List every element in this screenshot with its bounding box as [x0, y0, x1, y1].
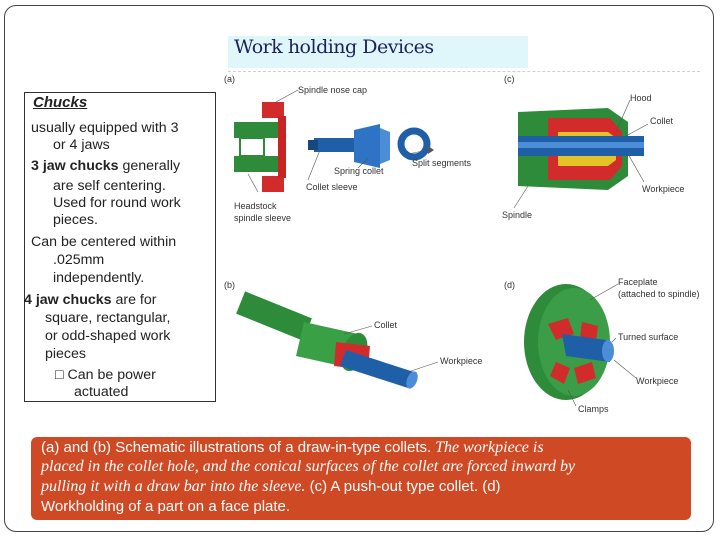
- caption-line-3: pulling it with a draw bar into the slee…: [41, 478, 501, 495]
- chucks-text-box: Chucks usually equipped with 3 or 4 jaws…: [24, 92, 216, 402]
- chucks-heading: Chucks: [33, 94, 88, 111]
- text-line: .025mm: [53, 252, 105, 268]
- caption-line-2: placed in the collet hole, and the conic…: [41, 458, 576, 475]
- panel-d-drawing: Faceplate (attached to spindle) Turned s…: [524, 277, 700, 414]
- panel-b-drawing: Collet Workpiece: [236, 291, 482, 389]
- collet-figure: (a) (c) (b) (d) Spindle nose cap Spring …: [224, 74, 700, 414]
- slide-title: Work holding Devices: [234, 36, 434, 58]
- title-banner: Work holding Devices: [228, 36, 528, 68]
- label-spindle-c: Spindle: [502, 210, 532, 220]
- text-line: square, rectangular,: [45, 310, 171, 326]
- text-line: Can be centered within: [31, 234, 177, 250]
- label-collet-c: Collet: [650, 116, 674, 126]
- label-spindle-nose-cap: Spindle nose cap: [298, 85, 367, 95]
- title-separator: [228, 71, 700, 72]
- text-line: Used for round work: [53, 195, 181, 211]
- text-line: or odd-shaped work: [45, 328, 171, 344]
- label-spring-collet: Spring collet: [334, 166, 384, 176]
- panel-c-drawing: Hood Collet Workpiece Spindle: [502, 93, 684, 220]
- label-turned-surface: Turned surface: [618, 332, 678, 342]
- caption-line-1: (a) and (b) Schematic illustrations of a…: [41, 439, 544, 456]
- caption-line-4: Workholding of a part on a face plate.: [41, 498, 291, 515]
- text-line: actuated: [74, 384, 129, 400]
- panel-label-a: (a): [224, 74, 235, 84]
- panel-a-drawing: Spindle nose cap Spring collet Split seg…: [234, 85, 472, 223]
- label-split-segments: Split segments: [412, 158, 472, 168]
- text-line: □ Can be power: [55, 367, 156, 383]
- text-line: are self centering.: [53, 178, 166, 194]
- text-line: or 4 jaws: [53, 137, 110, 153]
- panel-label-d: (d): [504, 280, 515, 290]
- label-workpiece-c: Workpiece: [642, 184, 684, 194]
- label-headstock: Headstock: [234, 201, 277, 211]
- text-line: 3 jaw chucks generally: [31, 158, 181, 174]
- bullet-icon: □: [55, 367, 64, 383]
- label-hood: Hood: [630, 93, 652, 103]
- label-workpiece-b: Workpiece: [440, 356, 482, 366]
- text-line: independently.: [53, 270, 145, 286]
- label-faceplate: Faceplate: [618, 277, 658, 287]
- text-line: 4 jaw chucks are for: [24, 292, 157, 308]
- figure-caption: (a) and (b) Schematic illustrations of a…: [31, 437, 691, 520]
- text-line: usually equipped with 3: [31, 120, 179, 136]
- panel-label-b: (b): [224, 280, 235, 290]
- label-attached-to-spindle: (attached to spindle): [618, 289, 700, 299]
- text-line: pieces: [45, 346, 87, 362]
- panel-label-c: (c): [504, 74, 515, 84]
- label-collet-b: Collet: [374, 320, 398, 330]
- slide-frame: [4, 5, 714, 532]
- label-clamps: Clamps: [578, 404, 609, 414]
- label-spindle-sleeve: spindle sleeve: [234, 213, 291, 223]
- label-workpiece-d: Workpiece: [636, 376, 678, 386]
- label-collet-sleeve: Collet sleeve: [306, 182, 358, 192]
- text-line: pieces.: [53, 212, 98, 228]
